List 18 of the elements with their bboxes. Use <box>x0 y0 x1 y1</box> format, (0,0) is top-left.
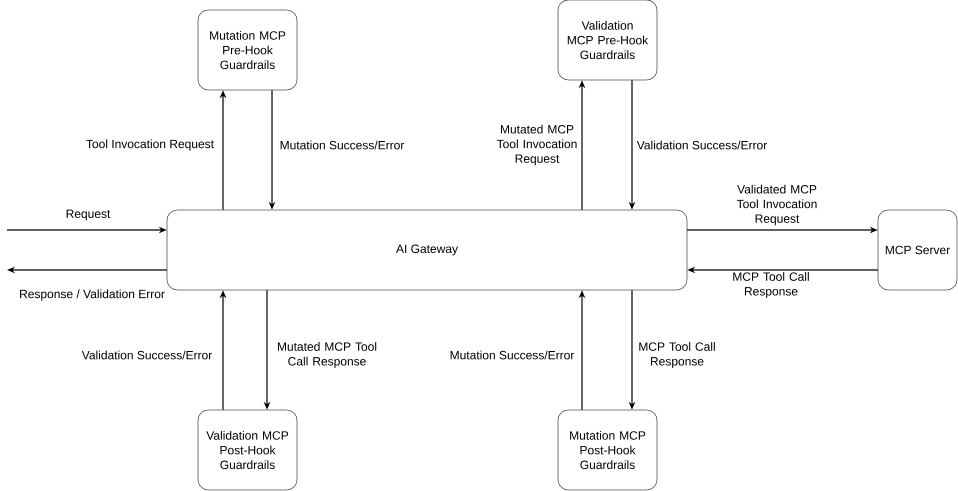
guardrail-box: Mutation MCP Pre-Hook Guardrails <box>198 10 298 90</box>
edge-label: Tool Invocation Request <box>86 139 214 151</box>
guardrail-box: Validation MCP Post-Hook Guardrails <box>198 410 298 490</box>
guardrail-box: Mutation MCP Post-Hook Guardrails <box>558 410 658 490</box>
edge-label: Validation Success/Error <box>636 140 768 150</box>
edge-label: Mutation Success/Error <box>450 350 574 360</box>
gateway-box: AI Gateway <box>166 210 688 290</box>
edge-label: Validated MCP Tool Invocation Request <box>736 184 817 226</box>
edge-label: Response / Validation Error <box>20 289 165 301</box>
edge-label: Mutated MCP Tool Invocation Request <box>496 124 577 166</box>
edge-label: Request <box>66 210 110 220</box>
edge-label: MCP Tool Call Response <box>639 342 715 368</box>
edge-label: Mutated MCP Tool Call Response <box>278 342 376 368</box>
edge-label: MCP Tool Call Response <box>733 272 809 298</box>
guardrail-box: Validation MCP Pre-Hook Guardrails <box>558 0 658 80</box>
server-box: MCP Server <box>878 210 958 290</box>
edge-label: Mutation Success/Error <box>280 140 404 150</box>
edge-label: Validation Success/Error <box>82 350 212 360</box>
